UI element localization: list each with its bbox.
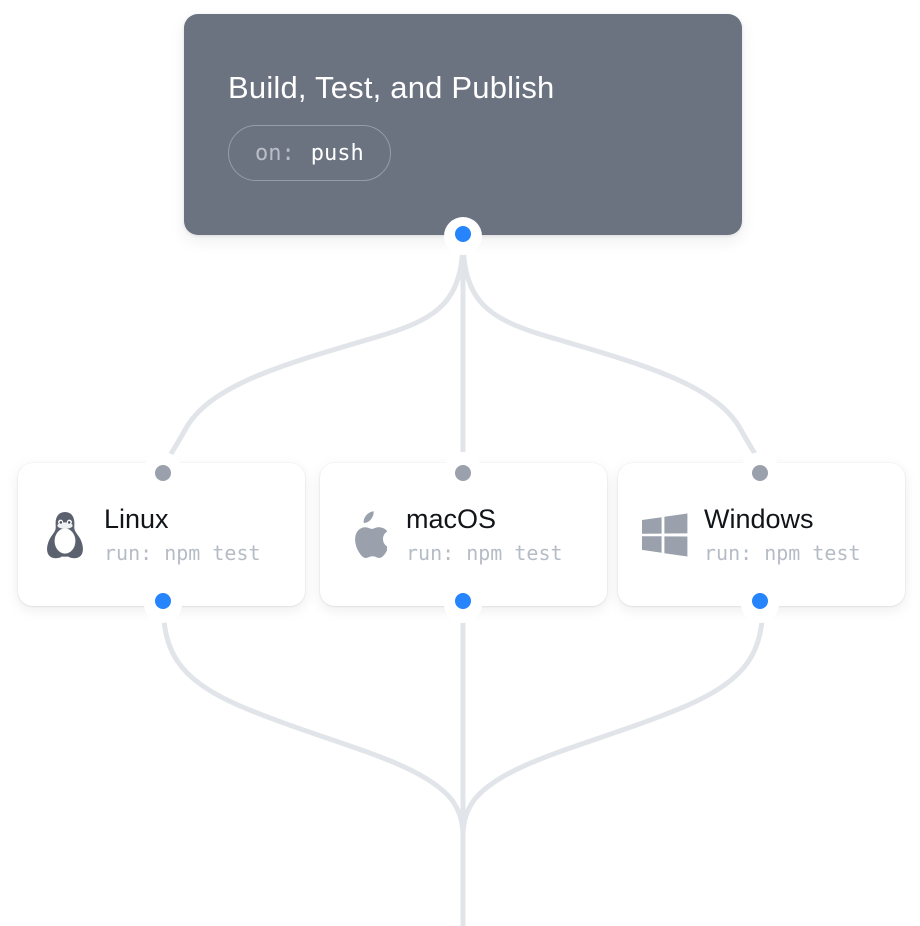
job-text-windows: Windows run: npm test xyxy=(704,504,861,565)
job-name-macos: macOS xyxy=(406,504,497,535)
apple-icon xyxy=(344,509,390,561)
job-text-macos: macOS run: npm test xyxy=(406,504,563,565)
job-macos-input-port[interactable] xyxy=(455,465,471,481)
trigger-title: Build, Test, and Publish xyxy=(228,70,555,105)
trigger-event-value: push xyxy=(310,140,364,166)
job-run-linux: run: npm test xyxy=(104,540,261,565)
job-windows-input-port[interactable] xyxy=(752,465,768,481)
trigger-event-key: on: xyxy=(255,140,295,166)
edge-linux-to-merge xyxy=(160,597,466,835)
trigger-node[interactable]: Build, Test, and Publish on: push xyxy=(184,14,742,235)
job-run-macos: run: npm test xyxy=(406,540,563,565)
linux-penguin-icon xyxy=(42,509,88,561)
job-text-linux: Linux run: npm test xyxy=(104,504,261,565)
trigger-event-badge: on: push xyxy=(228,125,391,181)
edge-trigger-to-linux xyxy=(160,235,466,477)
job-node-windows[interactable]: Windows run: npm test xyxy=(618,463,905,606)
job-macos-output-port[interactable] xyxy=(455,593,471,609)
edge-trigger-to-windows xyxy=(460,235,766,477)
job-linux-input-port[interactable] xyxy=(155,465,171,481)
job-run-windows: run: npm test xyxy=(704,540,861,565)
job-name-windows: Windows xyxy=(704,504,814,535)
windows-icon xyxy=(642,509,688,561)
edge-windows-to-merge xyxy=(460,597,766,835)
trigger-output-port[interactable] xyxy=(455,226,471,242)
job-linux-output-port[interactable] xyxy=(155,593,171,609)
job-name-linux: Linux xyxy=(104,504,169,535)
job-windows-output-port[interactable] xyxy=(752,593,768,609)
